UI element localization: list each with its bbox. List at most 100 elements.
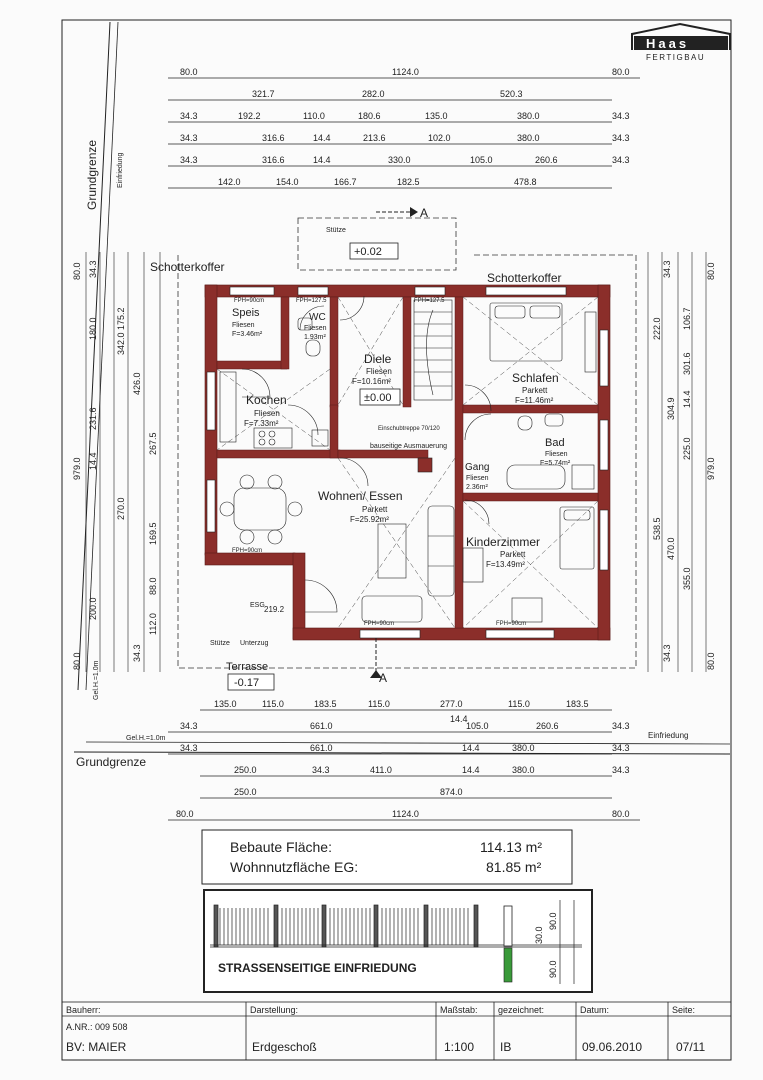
fph-kinder: FPH=90cm — [496, 621, 526, 627]
oven — [311, 429, 329, 447]
stairs — [413, 299, 453, 401]
dim-left-6: 342.0 — [116, 332, 126, 355]
tb-bv: BV: MAIER — [66, 1040, 127, 1054]
tb-massstab: 1:100 — [444, 1040, 474, 1054]
section-marker-bottom: A — [370, 638, 387, 685]
dim-right-9: 538.5 — [652, 517, 662, 540]
top-dimension-lines — [168, 77, 640, 189]
dim-top-r6-b: 154.0 — [276, 177, 299, 187]
dim-top-r6-e: 478.8 — [514, 177, 537, 187]
toilet-wc — [305, 339, 321, 357]
geh-left-group: Gel.H.=1.0m — [93, 660, 100, 700]
terrace-label: Terrasse — [226, 661, 268, 673]
dim-right-3: 106.7 — [682, 307, 692, 330]
dim-bot-r4-c: 411.0 — [370, 765, 392, 775]
dim-right-1: 34.3 — [662, 260, 672, 278]
dim-left-3: 180.0 — [88, 317, 98, 340]
room-wc-name: WC — [309, 312, 326, 323]
right-dimension-texts: 80.0 34.3 222.0 106.7 301.6 14.4 304.9 9… — [652, 260, 716, 670]
dim-bot-r2-d: 105.0 — [466, 721, 489, 731]
beam-label: Unterzug — [240, 640, 269, 647]
dim-bot-r2-b: 661.0 — [310, 721, 333, 731]
room-kinderzimmer-area: F=13.49m² — [486, 560, 525, 569]
room-diele-name: Diele — [364, 352, 392, 366]
left-dimension-lines — [85, 252, 161, 672]
fph-speis: FPH=90cm — [234, 298, 264, 304]
dim-right-11: 355.0 — [682, 567, 692, 590]
room-bad-floor: Fliesen — [545, 451, 568, 458]
dim-bot-r5-a: 250.0 — [234, 787, 257, 797]
level-main-box — [359, 388, 401, 406]
title-block-texts: Bauherr: A.NR.: 009 508 BV: MAIER Darste… — [66, 1005, 705, 1054]
dim-top-r6-a: 142.0 — [218, 177, 241, 187]
grundgrenze-left-label: Grundgrenze — [85, 140, 99, 210]
room-gang-floor: Fliesen — [466, 475, 489, 482]
dim-bot-r1-b: 115.0 — [262, 699, 284, 709]
dim-bot-r4-d: 14.4 — [462, 765, 480, 775]
child-bed — [559, 506, 595, 570]
logo-subtitle: FERTIGBAU — [646, 53, 705, 62]
einfriedung-left-group: Einfriedung — [117, 152, 124, 188]
grundgrenze-left-group: Grundgrenze — [85, 140, 99, 210]
dim-bot-r4-b: 34.3 — [312, 765, 330, 775]
dim-top-r5-c: 14.4 — [313, 155, 331, 165]
attic-stair-note: Einschubtreppe 70/120 — [378, 426, 440, 432]
dim-right-6: 304.9 — [666, 397, 676, 420]
fence-dim-2: 30.0 — [534, 926, 544, 944]
dim-top-r4-a: 34.3 — [180, 133, 198, 143]
terrace-level-box — [227, 673, 275, 691]
fence-foundation — [503, 947, 513, 983]
dim-bot-r3-a: 34.3 — [180, 743, 198, 753]
dim-top-r2-c: 520.3 — [500, 89, 523, 99]
dim-bot-r5-b: 874.0 — [440, 787, 463, 797]
sink-bad — [544, 413, 564, 427]
dim-top-r4-c: 14.4 — [313, 133, 331, 143]
wardrobe-schlafen — [584, 311, 597, 373]
dim-left-7: 426.0 — [132, 372, 142, 395]
dim-bot-r6-a: 80.0 — [176, 809, 194, 819]
esg-value: 219.2 — [264, 605, 285, 614]
dim-bot-r2-f: 260.6 — [536, 721, 559, 731]
living-area-value: 81.85 m² — [486, 859, 542, 875]
dim-top-r4-f: 102.0 — [428, 133, 451, 143]
dim-right-13: 80.0 — [706, 652, 716, 670]
tb-gezeichnet-label: gezeichnet: — [498, 1005, 544, 1015]
level-top-box — [349, 242, 399, 260]
dim-bot-r4-f: 34.3 — [612, 765, 630, 775]
property-line-bottom — [73, 751, 731, 755]
room-kochen-area: F=7.33m² — [244, 419, 279, 428]
tb-gezeichnet: IB — [500, 1040, 511, 1054]
dim-top-r1-c: 80.0 — [612, 67, 630, 77]
property-line-left — [77, 21, 111, 691]
tb-datum-label: Datum: — [580, 1005, 609, 1015]
room-wohnen-floor: Parkett — [362, 505, 388, 514]
room-kochen-name: Kochen — [246, 393, 287, 407]
kitchen-counter — [219, 371, 237, 443]
chimney — [417, 457, 433, 473]
dim-bot-r3-c: 14.4 — [462, 743, 480, 753]
tb-seite-label: Seite: — [672, 1005, 695, 1015]
dim-right-10: 470.0 — [666, 537, 676, 560]
dim-top-r5-h: 260.6 — [535, 155, 558, 165]
dim-left-2: 34.3 — [88, 260, 98, 278]
room-kinderzimmer-floor: Parkett — [500, 550, 526, 559]
stove — [253, 427, 293, 449]
dim-bot-r1-e: 277.0 — [440, 699, 463, 709]
room-gang-name: Gang — [465, 462, 489, 473]
double-bed — [489, 302, 563, 362]
dining-table — [233, 487, 287, 531]
dim-bot-r3-b: 661.0 — [310, 743, 333, 753]
schotterkoffer-left: Schotterkoffer — [150, 260, 224, 274]
dim-top-r6-c: 166.7 — [334, 177, 357, 187]
level-top-text: +0.02 — [354, 246, 382, 258]
room-wc-area: 1.93m² — [304, 334, 326, 341]
dim-right-12: 34.3 — [662, 644, 672, 662]
room-kinderzimmer-name: Kinderzimmer — [466, 535, 540, 549]
dim-bot-r1-f: 115.0 — [508, 699, 530, 709]
room-gang-area: 2.36m² — [466, 484, 488, 491]
dim-bot-r6-b: 1124.0 — [392, 809, 419, 819]
tb-darstellung-label: Darstellung: — [250, 1005, 298, 1015]
built-area-value: 114.13 m² — [480, 839, 542, 855]
dim-top-r6-d: 182.5 — [397, 177, 420, 187]
dim-top-r3-a: 34.3 — [180, 111, 198, 121]
